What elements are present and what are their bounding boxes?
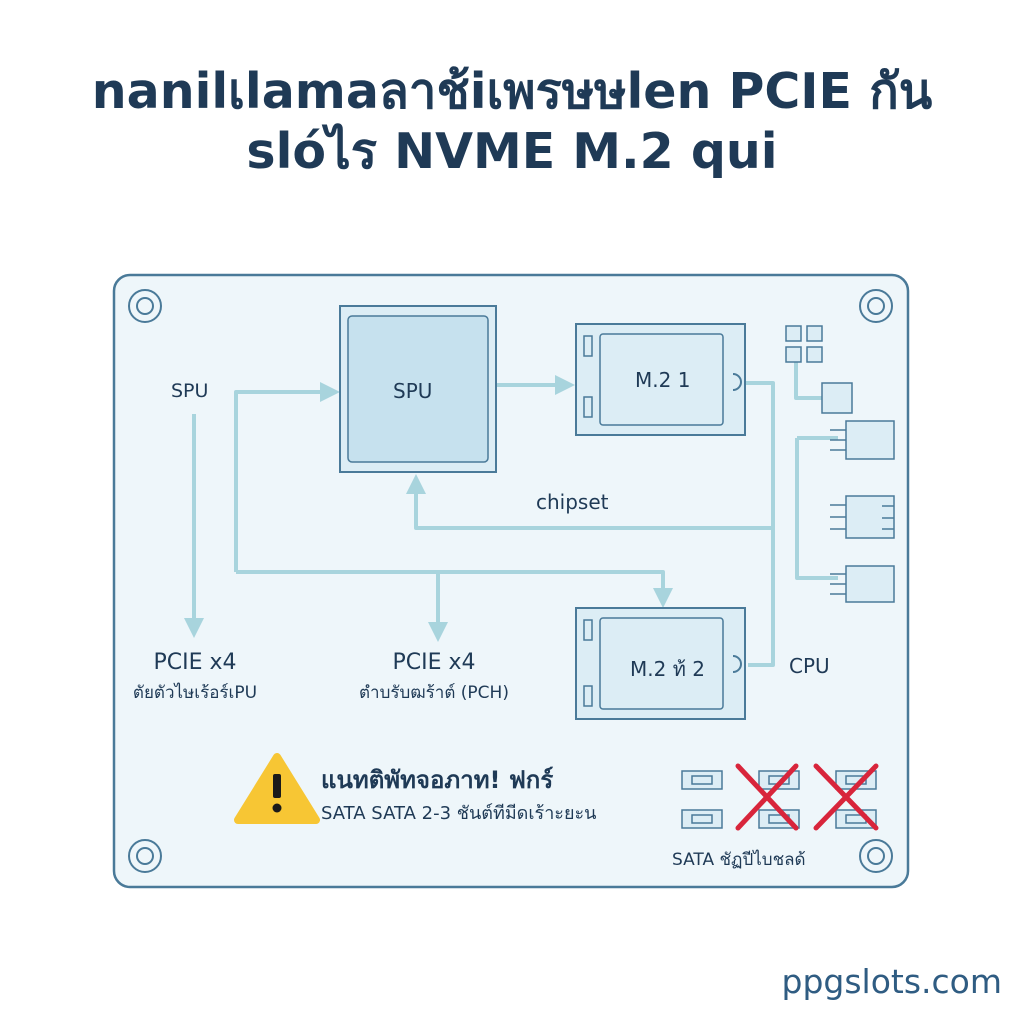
m2-slot-1-label: M.2 1 [635,368,691,392]
warning-title: แนทติพัทจอภาท! ฟกร์ [321,766,554,794]
arrow-to-spu-chip [234,382,340,572]
brand-watermark: ppgslots.com [781,962,1003,1001]
chipset-line [406,474,773,530]
spu-chip-label: SPU [393,379,433,403]
warning-text: SATA SATA 2-3 ชันต์ทีมีดเร้าะยะน [321,803,597,824]
cluster-trace-right [795,438,838,580]
pcie-cpu-label: PCIE x4 ตัยตัวไษเร้อร์เPU [120,650,270,706]
small-chip-grid [785,325,823,363]
m2-1-right-trace [745,381,775,667]
chipset-label: chipset [536,490,609,514]
small-chip [821,382,853,414]
sata-port [681,809,723,829]
component-header-2 [830,495,895,539]
pcie-pch-line-1: PCIE x4 [392,650,476,675]
pcie-cpu-line-2: ตัยตัวไษเร้อร์เPU [132,683,258,703]
m2-slot-2-label: M.2 ท้ 2 [630,657,705,681]
warning-icon [234,753,320,824]
m2-slot-2 [575,607,746,720]
title-line-1: nanilเlamaลาช้iเพรษษlen PCIE กัน [91,63,933,120]
cross-icon [735,763,799,831]
sata-port [681,770,723,790]
pcie-pch-label: PCIE x4 ตำบรับฒร้าต์ (PCH) [334,650,534,706]
pcie-cpu-line-1: PCIE x4 [153,650,237,675]
mounting-hole-br [859,839,893,873]
pcie-pch-line-2: ตำบรับฒร้าต์ (PCH) [359,683,509,703]
mounting-hole-tl [128,289,162,323]
m2-slot-1 [575,323,746,436]
cpu-label: CPU [789,654,830,678]
component-header-1 [830,420,895,460]
component-header-3 [830,565,895,603]
bus-line-main [236,570,673,608]
mounting-hole-bl [128,839,162,873]
mounting-hole-tr [859,289,893,323]
spu-left-label: SPU [171,380,209,402]
page-title: nanilเlamaลาช้iเพรษษlen PCIE กัน slóไร N… [0,62,1024,182]
cross-icon [813,763,879,831]
title-line-2: slóไร NVME M.2 qui [246,123,778,180]
cluster-trace-top [794,360,822,400]
spu-chip [339,305,497,473]
sata-label: SATA ชัฏปีไบชลด้ [672,850,806,870]
